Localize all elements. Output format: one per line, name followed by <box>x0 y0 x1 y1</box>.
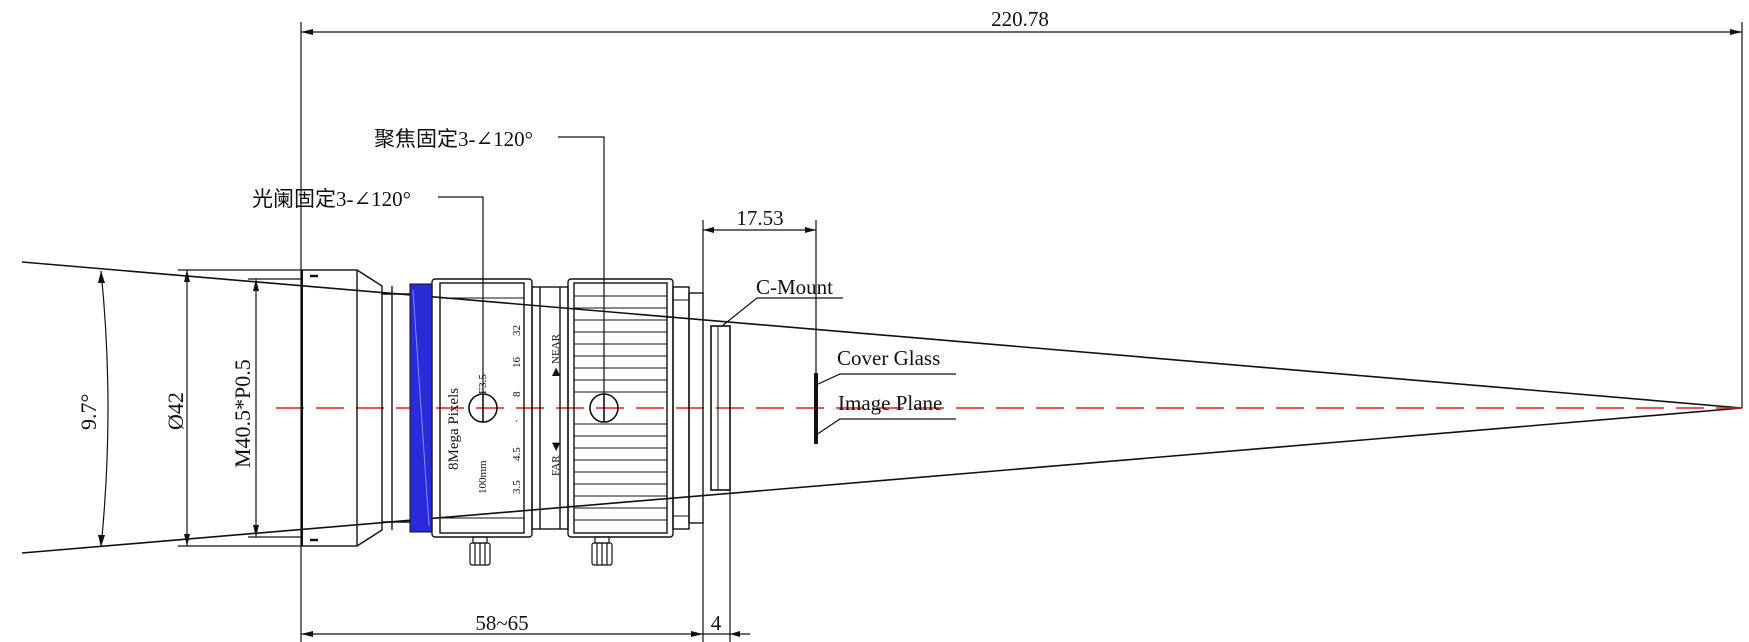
c-mount-label: C-Mount <box>756 275 833 299</box>
focus-ring-knurl <box>574 295 689 521</box>
dimension-field-angle: 9.7° <box>76 270 109 548</box>
aperture-scale-mark: 32 <box>511 325 523 336</box>
focus-direction-far: FAR ◀ <box>550 442 562 476</box>
callout-c-mount: C-Mount <box>721 275 843 327</box>
aperture-scale-mark: 3.5 <box>511 480 523 494</box>
flange-value: 4 <box>711 611 722 635</box>
far-text: FAR <box>550 455 562 476</box>
focus-lock-label: 聚焦固定3-∠120° <box>374 127 533 151</box>
callout-image-plane: Image Plane <box>815 391 956 436</box>
dimension-filter-thread: M40.5*P0.5 <box>230 278 302 538</box>
total-length-value: 220.78 <box>991 7 1049 31</box>
focus-direction-near: ▶ NEAR <box>550 333 562 376</box>
aperture-scale-mark: 4.5 <box>511 447 523 461</box>
rear-flange <box>688 292 704 524</box>
body-length-value: 58~65 <box>475 611 528 635</box>
c-mount-thread <box>710 325 731 491</box>
field-angle-value: 9.7° <box>76 394 101 430</box>
diameter-value: Ø42 <box>163 392 188 430</box>
near-symbol: ▶ <box>550 367 562 376</box>
far-symbol: ◀ <box>550 442 562 451</box>
field-of-view-cone <box>21 261 1743 554</box>
callout-focus-lock: 聚焦固定3-∠120° <box>374 127 605 394</box>
aperture-ring-knurl <box>440 297 524 519</box>
spec-text: 100mm <box>477 460 489 494</box>
image-plane-label: Image Plane <box>838 391 942 415</box>
focus-thumb-screw <box>591 536 613 566</box>
aperture-scale: 3.5 4.5 · 8 16 32 <box>511 325 523 494</box>
dimension-back-focal: 17.53 <box>702 206 817 373</box>
dimension-diameter: Ø42 <box>163 269 302 547</box>
dimension-flange: 4 <box>703 490 750 642</box>
dimension-total-length: 220.78 <box>300 7 1743 642</box>
aperture-scale-mark: 8 <box>511 391 523 397</box>
brand-text: 8Mega Pixels <box>446 388 462 470</box>
aperture-scale-mark: 16 <box>511 357 523 369</box>
iris-lock-label: 光阑固定3-∠120° <box>252 187 411 211</box>
cover-glass-label: Cover Glass <box>837 346 940 370</box>
front-hood <box>356 269 383 547</box>
near-text: NEAR <box>550 333 562 364</box>
dimension-body-length: 58~65 <box>301 523 704 642</box>
callout-iris-lock: 光阑固定3-∠120° <box>252 187 484 394</box>
callout-cover-glass: Cover Glass <box>815 346 956 386</box>
iris-thumb-screw <box>469 536 491 566</box>
aperture-scale-mark: · <box>511 419 523 423</box>
filter-thread-value: M40.5*P0.5 <box>230 359 255 468</box>
back-focal-value: 17.53 <box>736 206 783 230</box>
